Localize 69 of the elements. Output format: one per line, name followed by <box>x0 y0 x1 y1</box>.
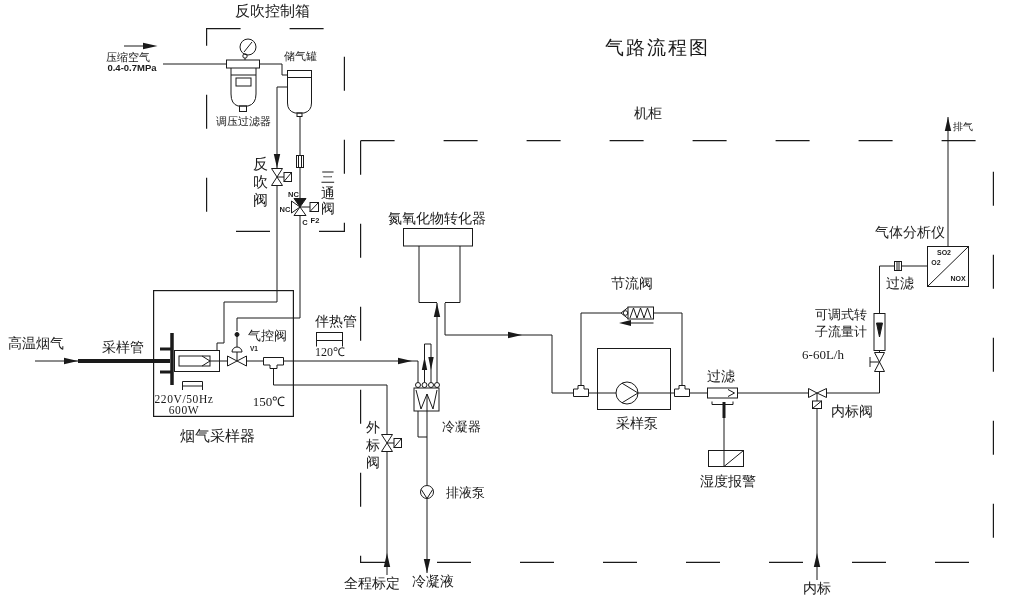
component-label: 烟气采样器 <box>179 428 255 446</box>
inlet-label: 压缩空气 <box>106 50 150 63</box>
range-label: 6-60L/h <box>802 347 844 363</box>
component-label: 调压过滤器 <box>215 115 271 129</box>
connector-line <box>653 312 683 386</box>
component-label: 储气罐 <box>283 50 317 64</box>
connector-line <box>259 63 288 76</box>
diagram-title: 气路流程图 <box>604 37 710 59</box>
component-label: 伴热管 <box>315 312 357 330</box>
component-label: 外标阀 <box>366 418 380 472</box>
pressure-label: 0.4-0.7MPa <box>107 62 157 74</box>
component-label: 采样泵 <box>616 414 658 432</box>
probe-symbol <box>78 333 174 385</box>
component-label: 过滤 <box>886 274 914 292</box>
flow-arrow <box>813 408 821 581</box>
connector-line <box>299 116 301 156</box>
component-label: 湿度报警 <box>700 472 756 490</box>
inline-filter <box>296 155 304 168</box>
flow-arrow <box>273 86 288 169</box>
component-label: 气体分析仪 <box>875 223 945 241</box>
component-label: 内标阀 <box>831 402 873 420</box>
tee-fitting <box>573 385 589 397</box>
pneumatic-valve-symbol <box>227 331 247 366</box>
temperature-label: 150℃ <box>252 394 286 410</box>
tee-fitting <box>674 385 690 397</box>
connector-line <box>246 360 264 362</box>
component-label: 氮氧化物转化器 <box>388 209 486 227</box>
connector-line <box>588 392 598 394</box>
component-label: 可调式转子流量计 <box>814 306 868 340</box>
connector-line <box>219 360 228 362</box>
flow-arrow <box>433 302 441 343</box>
connector-line <box>236 215 301 332</box>
filter-housing <box>174 350 220 372</box>
flow-label: 排气 <box>952 121 974 133</box>
connector-line <box>879 265 895 314</box>
component-label: 气控阀 <box>247 328 287 344</box>
flow-arrow <box>423 498 431 574</box>
flow-arrow <box>444 302 574 394</box>
connector-line <box>216 185 278 351</box>
flow-label: 冷凝液 <box>412 572 454 590</box>
flow-label: 高温烟气 <box>7 334 65 352</box>
component-label: 反吹阀 <box>252 155 268 209</box>
flow-arrow <box>944 116 952 247</box>
component-label: 三通阀 <box>321 169 335 217</box>
connector-line <box>162 63 227 65</box>
connector-line <box>670 392 675 394</box>
component-label: 反吹控制箱 <box>234 3 310 21</box>
tee-fitting <box>263 357 284 369</box>
component-label: 采样管 <box>102 338 144 356</box>
temperature-label: 120℃ <box>315 346 345 360</box>
connector-line <box>273 368 388 435</box>
component-label: 过滤 <box>707 367 735 385</box>
flow-label: 全程标定 <box>344 574 400 592</box>
connector-line <box>826 371 880 394</box>
flow-arrow <box>283 357 413 365</box>
flow-label: 内标 <box>803 579 831 597</box>
component-label: 机柜 <box>634 104 662 122</box>
connector-line <box>901 265 928 267</box>
flow-arrow <box>34 357 79 365</box>
component-label: 冷凝器 <box>441 419 481 435</box>
connector-line <box>580 312 607 386</box>
connector-line <box>426 437 428 486</box>
component-label: 节流阀 <box>611 274 653 292</box>
component-label: 排液泵 <box>445 485 485 501</box>
connector-line <box>749 392 809 394</box>
flow-arrow <box>383 451 391 576</box>
rating-label: 220V/50Hz 600W <box>154 393 214 415</box>
connector-line <box>723 417 725 451</box>
connector-line <box>689 392 708 394</box>
